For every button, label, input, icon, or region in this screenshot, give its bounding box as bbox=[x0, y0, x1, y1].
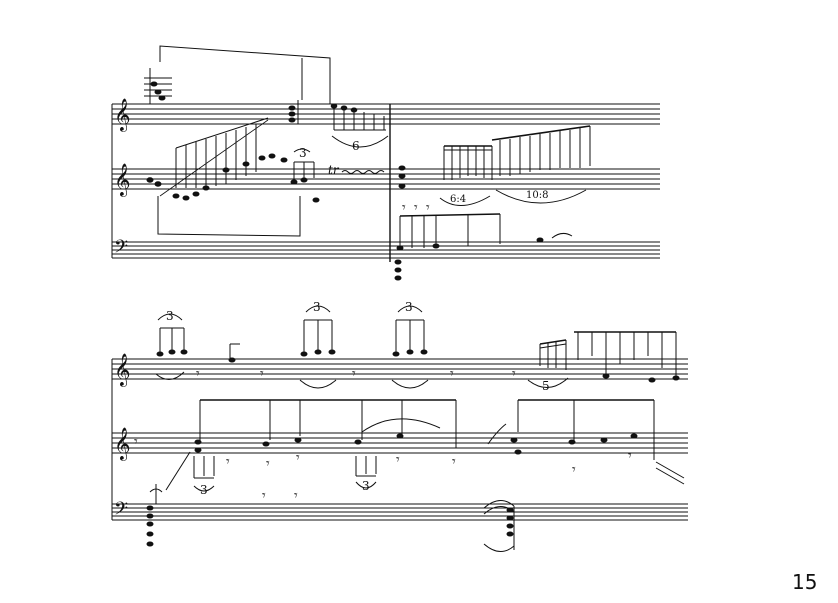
bracket-line bbox=[157, 196, 301, 237]
bass-clef-icon: 𝄢 bbox=[114, 499, 128, 524]
tuplet-3-label: 3 bbox=[313, 300, 321, 314]
eighth-rest-icon: 𝄾 bbox=[414, 200, 418, 216]
treble-clef-icon: 𝄞 bbox=[114, 353, 131, 387]
beamed-group bbox=[574, 331, 680, 383]
staff-1-bass-lower bbox=[112, 241, 660, 259]
triplet-group bbox=[290, 148, 320, 203]
eighth-rest-icon: 𝄾 bbox=[628, 448, 632, 464]
eighth-rest-icon: 𝄾 bbox=[512, 366, 516, 382]
triplet-group bbox=[355, 456, 377, 489]
chord bbox=[394, 165, 406, 281]
quintuplet-group bbox=[527, 339, 569, 388]
tuplet-6-4-label: 6:4 bbox=[450, 194, 466, 205]
trill-wave bbox=[341, 170, 385, 174]
system-2: 𝄞 𝄞 𝄢 3 bbox=[111, 300, 688, 552]
bass-beamed-group bbox=[396, 213, 573, 251]
triplet-group bbox=[391, 305, 429, 389]
eighth-rest-icon: 𝄾 bbox=[226, 454, 230, 470]
middle-right-beamed-group bbox=[487, 399, 685, 485]
eighth-rest-icon: 𝄾 bbox=[572, 462, 576, 478]
eighth-rest-icon: 𝄾 bbox=[452, 454, 456, 470]
eighth-rest-icon: 𝄾 bbox=[296, 450, 300, 466]
tuplet-6-label: 6 bbox=[352, 139, 360, 153]
eighth-rest-icon: 𝄾 bbox=[266, 456, 270, 472]
staff-2-treble-upper bbox=[112, 358, 688, 380]
bass-clef-icon: 𝄢 bbox=[114, 237, 128, 262]
chord bbox=[288, 105, 296, 123]
page-number: 15 bbox=[792, 570, 818, 594]
eighth-rest-icon: 𝄾 bbox=[260, 366, 264, 382]
tuplet-5-label: 5 bbox=[542, 379, 550, 393]
trill-mark-icon: tr bbox=[328, 163, 340, 177]
tuplet-3-label: 3 bbox=[299, 146, 307, 160]
eighth-rest-icon: 𝄾 bbox=[402, 200, 406, 216]
tuplet-3-label: 3 bbox=[405, 300, 413, 314]
treble-clef-icon: 𝄞 bbox=[114, 98, 131, 132]
tuplet-3-label: 3 bbox=[362, 479, 370, 493]
bass-chord-arpeggio bbox=[483, 500, 515, 552]
triplet-group bbox=[165, 451, 215, 492]
eighth-rest-icon: 𝄾 bbox=[134, 434, 138, 450]
sextuplet-group bbox=[330, 103, 389, 148]
middle-beamed-group bbox=[194, 399, 457, 453]
tuplet-3-label: 3 bbox=[200, 483, 208, 497]
fan-beam-group bbox=[159, 117, 269, 197]
eighth-rest-icon: 𝄾 bbox=[352, 366, 356, 382]
treble-clef-icon: 𝄞 bbox=[114, 427, 131, 461]
triplet-group bbox=[299, 305, 337, 389]
eighth-rest-icon: 𝄾 bbox=[426, 200, 430, 216]
triplet-group bbox=[155, 313, 188, 380]
staff-1-treble-upper bbox=[112, 103, 660, 125]
treble-clef-icon: 𝄞 bbox=[114, 163, 131, 197]
bass-chord bbox=[146, 505, 154, 547]
eighth-rest-icon: 𝄾 bbox=[262, 488, 266, 504]
tuplet-3-label: 3 bbox=[166, 309, 174, 323]
eighth-rest-icon: 𝄾 bbox=[294, 488, 298, 504]
beamed-group-10-8 bbox=[491, 125, 591, 204]
staff-2-bass-lower bbox=[112, 503, 688, 521]
system-1: 𝄞 𝄞 𝄢 bbox=[111, 45, 660, 281]
eighth-rest-icon: 𝄾 bbox=[450, 366, 454, 382]
eighth-rest-icon: 𝄾 bbox=[196, 366, 200, 382]
eighth-rest-icon: 𝄾 bbox=[396, 452, 400, 468]
chord-ledger-cluster bbox=[144, 68, 172, 104]
beamed-group-6-4 bbox=[439, 145, 493, 206]
tuplet-10-8-label: 10:8 bbox=[526, 190, 548, 201]
bracket-line bbox=[159, 45, 331, 104]
